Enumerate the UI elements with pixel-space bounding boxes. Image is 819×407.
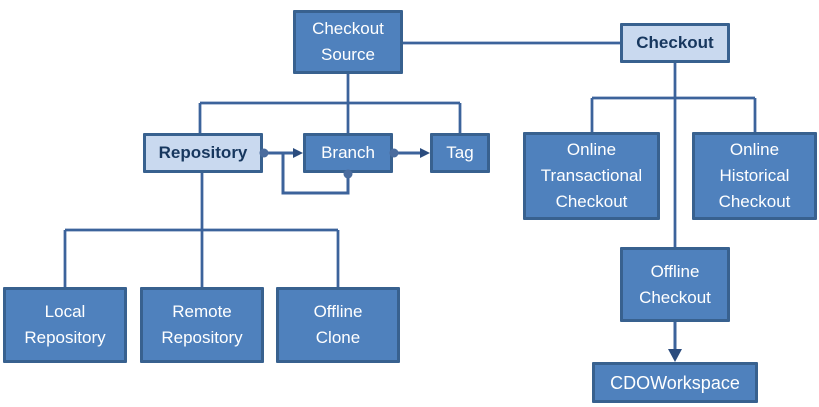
edge-offlinecheckout-cdoworkspace [668,322,682,362]
node-offline-clone-label: Offline Clone [313,302,363,347]
node-checkout-source-label: Checkout Source [312,19,384,64]
node-tag: Tag [430,133,490,173]
node-tag-label: Tag [446,143,474,162]
node-repository-label: Repository [158,143,248,162]
node-cdoworkspace-label: CDOWorkspace [610,372,740,393]
edge-branch-tag [389,148,430,158]
node-local-repository-label: Local Repository [24,302,106,347]
node-checkout-source: Checkout Source [293,10,403,74]
edge-repository-branch [259,148,303,158]
node-online-transactional-checkout: Online Transactional Checkout [523,132,660,220]
node-online-historical-checkout-label: Online Historical Checkout [718,140,791,211]
node-remote-repository: Remote Repository [140,287,264,363]
node-checkout-label: Checkout [636,33,714,52]
node-checkout: Checkout [620,23,730,63]
node-offline-checkout-label: Offline Checkout [639,261,711,307]
node-online-historical-checkout: Online Historical Checkout [692,132,817,220]
node-cdoworkspace: CDOWorkspace [592,362,758,403]
node-online-transactional-checkout-label: Online Transactional Checkout [540,140,643,211]
node-offline-checkout: Offline Checkout [620,247,730,322]
edge-repository-children [63,173,340,287]
edge-checkoutsource-children [198,74,462,133]
node-offline-clone: Offline Clone [276,287,400,363]
node-branch: Branch [303,133,393,173]
node-branch-label: Branch [321,143,375,162]
node-repository: Repository [143,133,263,173]
node-local-repository: Local Repository [3,287,127,363]
node-remote-repository-label: Remote Repository [161,302,243,347]
